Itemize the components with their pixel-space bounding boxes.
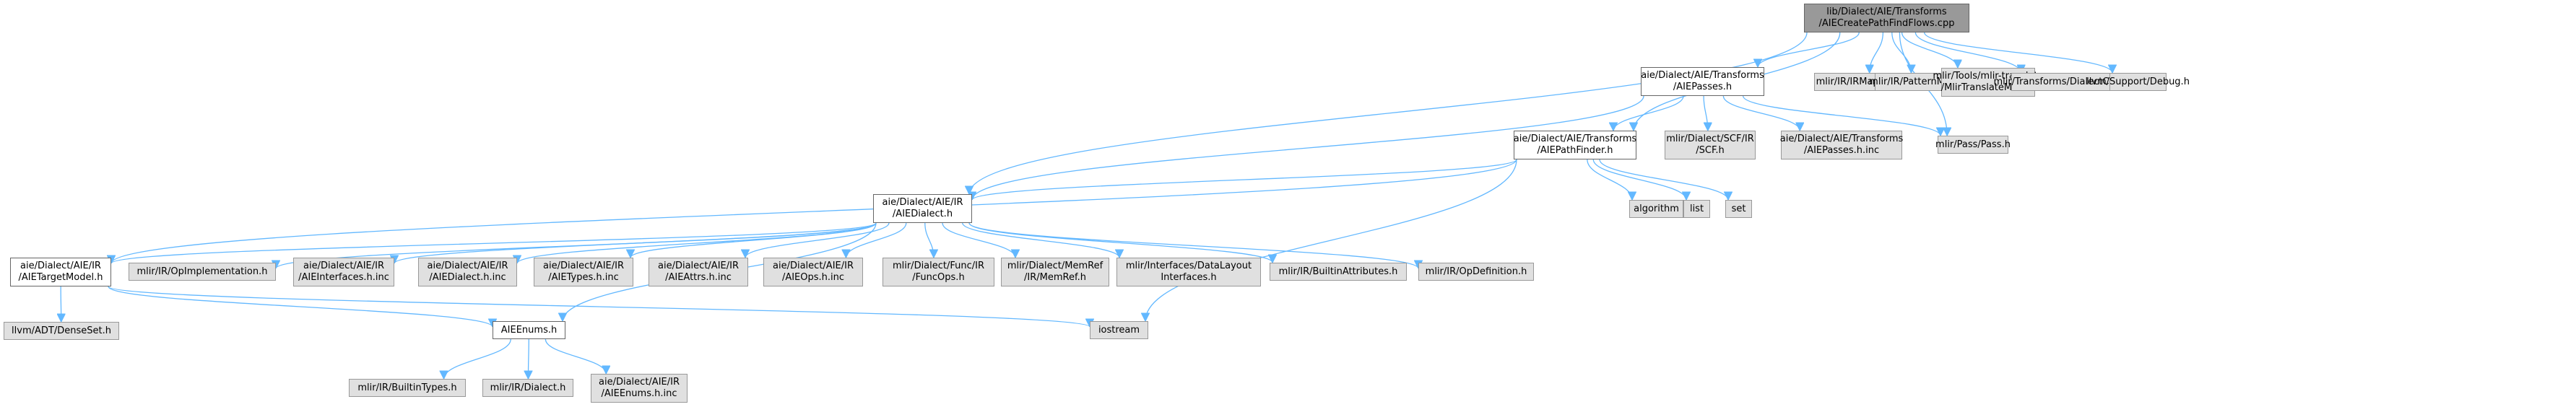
node-dialect-inc[interactable]: aie/Dialect/AIE/IR /AIEDialect.h.inc [418,258,517,286]
edge-aieenums-to-irdialect [528,338,529,379]
node-aieenums[interactable]: AIEEnums.h [493,321,565,339]
node-opimplementation[interactable]: mlir/IR/OpImplementation.h [129,263,276,281]
node-pathfinder[interactable]: aie/Dialect/AIE/Transforms /AIEPathFinde… [1514,131,1636,159]
node-ops-inc[interactable]: aie/Dialect/AIE/IR /AIEOps.h.inc [763,258,863,286]
edge-aiedialect-to-targetmodel [111,222,877,264]
node-targetmodel[interactable]: aie/Dialect/AIE/IR /AIETargetModel.h [10,258,111,286]
edge-aiepasses-to-scf [1703,95,1708,131]
node-debug[interactable]: llvm/Support/Debug.h [2086,73,2190,91]
node-passes-inc[interactable]: aie/Dialect/AIE/Transforms /AIEPasses.h.… [1780,131,1903,159]
edge-targetmodel-to-iostream [108,286,1090,328]
node-aiepasses[interactable]: aie/Dialect/AIE/Transforms /AIEPasses.h [1641,67,1764,96]
edge-pathfinder-to-aiedialect [972,159,1517,201]
edge-aiedialect-to-funcops [924,222,934,258]
node-scf[interactable]: mlir/Dialect/SCF/IR /SCF.h [1665,131,1756,159]
node-memref[interactable]: mlir/Dialect/MemRef /IR/MemRef.h [1001,258,1109,286]
node-types-inc[interactable]: aie/Dialect/AIE/IR /AIETypes.h.inc [534,258,633,286]
edge-pathfinder-to-algorithm [1587,159,1632,201]
node-list[interactable]: list [1683,200,1710,218]
edge-aieenums-to-builtintypes [444,338,511,380]
node-datalayout[interactable]: mlir/Interfaces/DataLayout Interfaces.h [1116,258,1261,286]
edge-aieenums-to-enumsinc [545,338,606,375]
edge-root-to-dialectconv [1914,32,2021,74]
edge-aiedialect-to-datalayout [962,222,1119,258]
edge-pathfinder-to-targetmodel [111,159,1517,263]
edge-root-to-aiedialect [969,32,1808,194]
node-builtinattributes[interactable]: mlir/IR/BuiltinAttributes.h [1270,263,1407,281]
node-funcops[interactable]: mlir/Dialect/Func/IR /FuncOps.h [882,258,994,286]
edge-aiedialect-to-memref [942,222,1015,258]
edge-root-to-debug [1924,32,2112,74]
edge-aiedialect-to-attrsinc [745,222,890,258]
edge-targetmodel-to-aieenums [108,286,493,328]
node-iostream[interactable]: iostream [1090,321,1148,339]
node-root: lib/Dialect/AIE/Transforms /AIECreatePat… [1804,4,1969,32]
node-algorithm[interactable]: algorithm [1629,200,1683,218]
node-attrs-inc[interactable]: aie/Dialect/AIE/IR /AIEAttrs.h.inc [649,258,748,286]
node-ir-dialect[interactable]: mlir/IR/Dialect.h [482,379,573,397]
node-enums-inc[interactable]: aie/Dialect/AIE/IR /AIEEnums.h.inc [591,374,688,403]
edge-aiepasses-to-pass [1743,95,1940,136]
edge-root-to-aiepasses [1758,32,1860,68]
edge-aiedialect-to-opsinc [846,222,907,258]
edge-aiedialect-to-builtinattrs [968,222,1272,263]
edge-aiedialect-to-typesinc [630,222,877,258]
node-pass[interactable]: mlir/Pass/Pass.h [1935,136,2011,154]
node-aiedialect[interactable]: aie/Dialect/AIE/IR /AIEDialect.h [873,194,972,223]
node-builtintypes[interactable]: mlir/IR/BuiltinTypes.h [349,379,466,397]
node-denseset[interactable]: llvm/ADT/DenseSet.h [4,322,119,340]
edge-aiepasses-to-passesinc [1722,95,1800,131]
edge-root-to-patternmatch [1891,32,1912,73]
edge-aiedialect-to-opdef [968,222,1418,269]
edge-aiepasses-to-pathfinder [1613,95,1684,131]
edge-aiepasses-to-aiedialect [972,95,1644,200]
node-interfaces-inc[interactable]: aie/Dialect/AIE/IR /AIEInterfaces.h.inc [293,258,394,286]
edge-root-to-mlirtranslate [1901,32,1958,69]
edge-pathfinder-to-list [1592,159,1686,201]
edge-root-to-irmapping [1870,32,1884,73]
edge-pathfinder-to-iostream [1145,159,1517,321]
edge-pathfinder-to-set [1599,159,1728,201]
edge-aiedialect-to-interfacesinc [394,222,877,264]
node-set[interactable]: set [1725,200,1752,218]
node-opdefinition[interactable]: mlir/IR/OpDefinition.h [1418,263,1534,281]
